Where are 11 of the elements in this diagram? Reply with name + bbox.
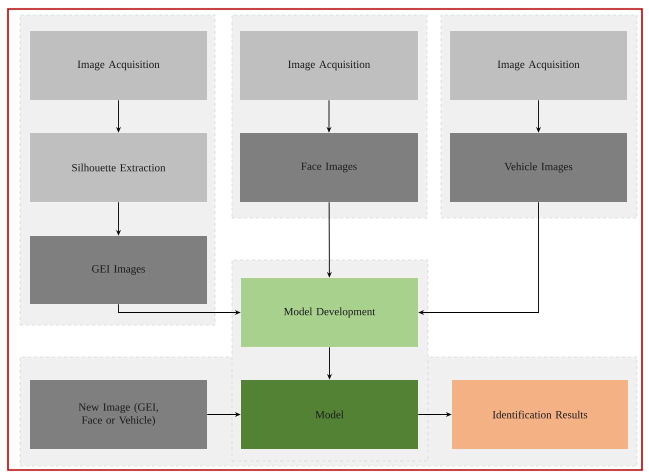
process-box: Image Acquisition: [450, 31, 627, 100]
process-box: GEI Images: [30, 236, 207, 304]
process-box: New Image (GEI, Face or Vehicle): [30, 380, 207, 449]
process-box: Silhouette Extraction: [30, 133, 207, 202]
process-box: Image Acquisition: [30, 31, 207, 100]
process-box: Identification Results: [452, 380, 628, 449]
process-box: Model: [241, 380, 418, 449]
process-box: Face Images: [240, 133, 418, 202]
process-box: Image Acquisition: [240, 31, 418, 100]
process-box: Model Development: [241, 278, 418, 347]
process-box: Vehicle Images: [450, 133, 627, 202]
